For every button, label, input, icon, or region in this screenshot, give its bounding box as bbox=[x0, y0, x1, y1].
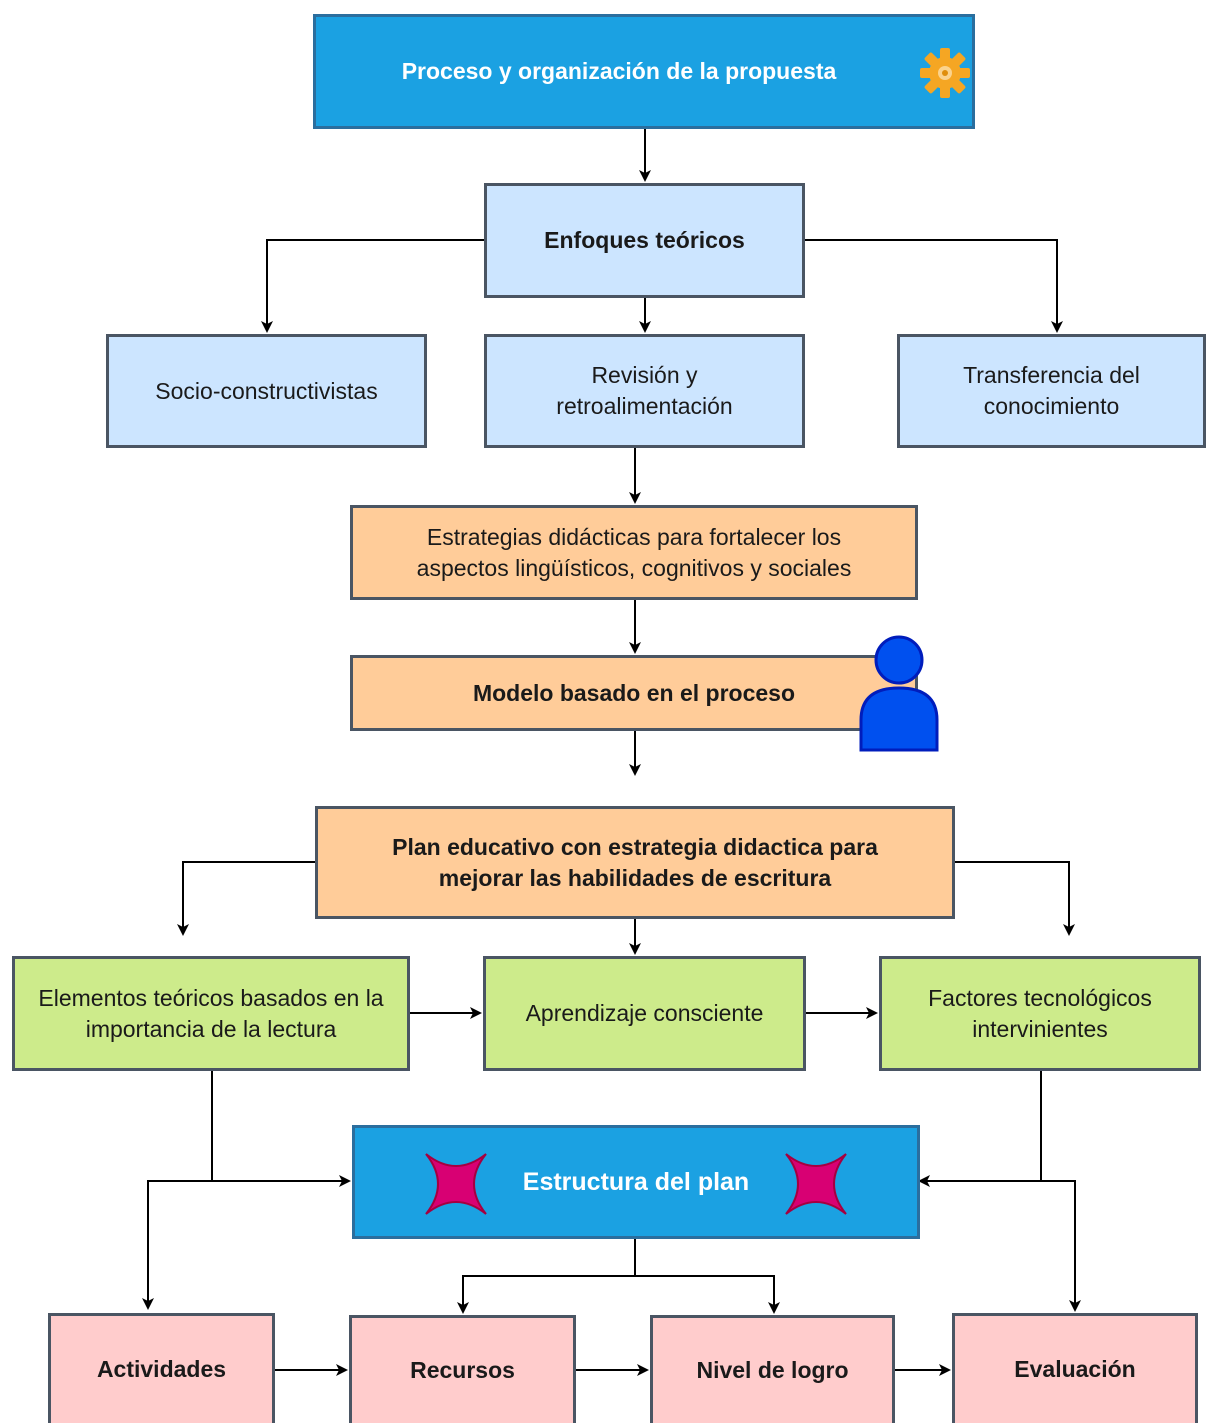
enfoques-box: Enfoques teóricos bbox=[484, 183, 805, 298]
factores-label: Factores tecnológicos intervinientes bbox=[928, 984, 1152, 1042]
arrow-plan-to-elementos bbox=[177, 861, 315, 936]
evaluacion-box: Evaluación bbox=[952, 1313, 1198, 1423]
arrow-estructura-to-recursos bbox=[457, 1275, 635, 1314]
estrategias-box: Estrategias didácticas para fortalecer l… bbox=[350, 505, 918, 600]
arrow-enfoques-to-socio bbox=[261, 239, 484, 333]
transferencia-label: Transferencia del conocimiento bbox=[963, 362, 1140, 419]
elementos-label: Elementos teóricos basados en la importa… bbox=[38, 984, 384, 1042]
estrategias-label: Estrategias didácticas para fortalecer l… bbox=[416, 523, 852, 581]
elementos-box: Elementos teóricos basados en la importa… bbox=[12, 956, 410, 1071]
socio-label: Socio-constructivistas bbox=[155, 377, 378, 404]
nivel-box: Nivel de logro bbox=[650, 1315, 895, 1423]
title-box: Proceso y organización de la propuesta bbox=[313, 14, 975, 129]
transferencia-box: Transferencia del conocimiento bbox=[897, 334, 1206, 448]
modelo-box: Modelo basado en el proceso bbox=[350, 655, 918, 731]
arrow-enfoques-to-transferencia bbox=[805, 239, 1063, 333]
recursos-box: Recursos bbox=[349, 1315, 576, 1423]
arrow-factores-to-estructura bbox=[918, 1071, 1042, 1187]
recursos-label: Recursos bbox=[410, 1357, 515, 1383]
socio-box: Socio-constructivistas bbox=[106, 334, 427, 448]
enfoques-label: Enfoques teóricos bbox=[544, 227, 745, 253]
revision-label: Revisión y retroalimentación bbox=[556, 362, 733, 419]
actividades-box: Actividades bbox=[48, 1313, 275, 1423]
plan-label: Plan educativo con estrategia didactica … bbox=[392, 833, 878, 891]
modelo-label: Modelo basado en el proceso bbox=[472, 679, 796, 706]
estructura-label: Estructura del plan bbox=[522, 1167, 750, 1196]
star-icon bbox=[785, 1153, 847, 1215]
arrow-branch-to-actividades bbox=[142, 1180, 212, 1310]
aprendizaje-box: Aprendizaje consciente bbox=[483, 956, 806, 1071]
actividades-label: Actividades bbox=[96, 1356, 227, 1382]
person-icon bbox=[859, 635, 939, 752]
title-label: Proceso y organización de la propuesta bbox=[401, 58, 837, 84]
evaluacion-label: Evaluación bbox=[1014, 1356, 1136, 1382]
arrow-elementos-to-estructura bbox=[211, 1071, 351, 1187]
plan-box: Plan educativo con estrategia didactica … bbox=[315, 806, 955, 919]
factores-box: Factores tecnológicos intervinientes bbox=[879, 956, 1201, 1071]
nivel-label: Nivel de logro bbox=[696, 1357, 849, 1383]
gear-icon bbox=[920, 48, 970, 98]
arrow-estructura-to-nivel bbox=[635, 1275, 780, 1314]
star-icon bbox=[425, 1153, 487, 1215]
aprendizaje-label: Aprendizaje consciente bbox=[525, 1000, 764, 1026]
revision-box: Revisión y retroalimentación bbox=[484, 334, 805, 448]
arrow-branch-to-evaluacion bbox=[1041, 1180, 1081, 1312]
arrow-plan-to-factores bbox=[955, 861, 1075, 936]
